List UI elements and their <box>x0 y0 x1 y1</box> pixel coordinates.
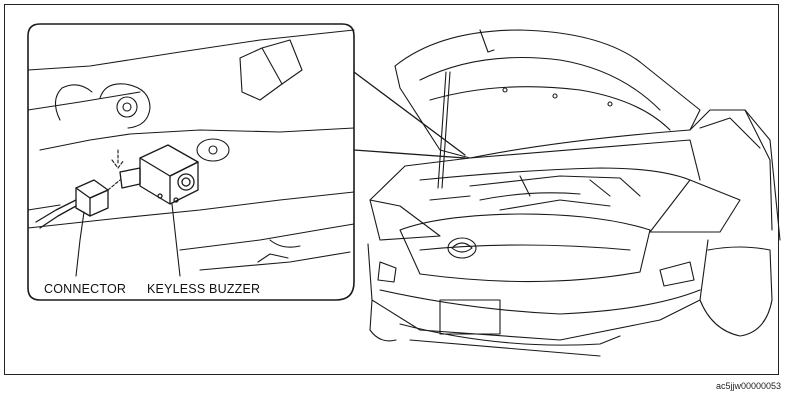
install-arrow <box>107 149 125 191</box>
keyless-buzzer-label: KEYLESS BUZZER <box>147 282 261 296</box>
connector-part <box>35 179 109 229</box>
figure-code: ac5jjw00000053 <box>715 381 781 391</box>
callout-leader-lines <box>353 71 466 159</box>
detail-callout <box>27 23 355 301</box>
detail-body-panel <box>27 29 355 271</box>
figure-frame <box>4 4 779 375</box>
keyless-buzzer-part <box>119 144 199 205</box>
car-illustration <box>367 29 781 357</box>
connector-label: CONNECTOR <box>44 282 127 296</box>
label-leaders <box>75 203 181 277</box>
